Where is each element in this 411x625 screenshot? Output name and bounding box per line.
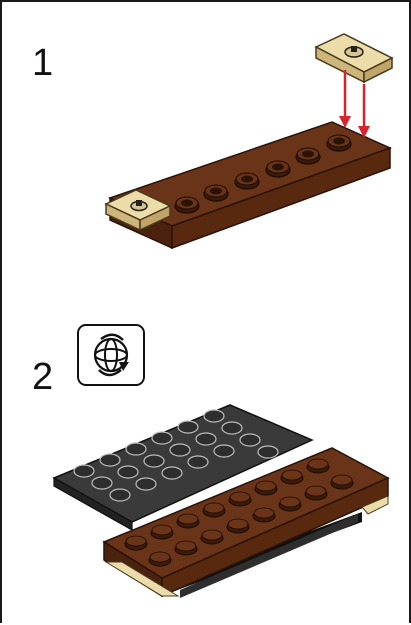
brown-plate-1x6 [110, 122, 390, 248]
step2-assembly [54, 405, 388, 598]
step1-assembly [106, 34, 392, 248]
tan-jumper-tile-falling [316, 34, 392, 82]
